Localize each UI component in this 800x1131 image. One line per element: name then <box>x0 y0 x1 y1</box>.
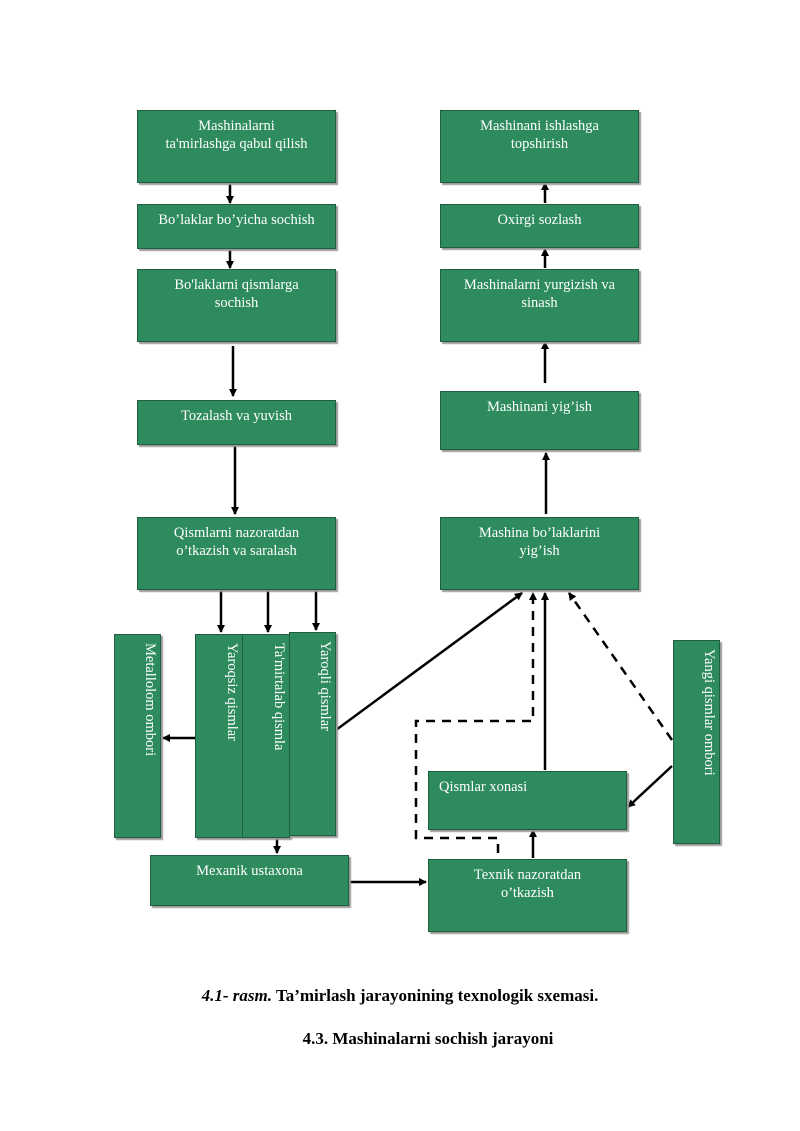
figure-caption-text: Ta’mirlash jarayonining texnologik sxema… <box>272 986 599 1005</box>
units-disassembly-label: Bo’laklar bo’yicha sochish <box>158 212 315 228</box>
final-adjust-box: Oxirgi sozlash <box>440 204 639 248</box>
units-disassembly-box: Bo’laklar bo’yicha sochish <box>137 204 336 249</box>
unit-assembly-line2: yig’ish <box>519 543 560 559</box>
tech-inspection-box: Texnik nazoratdan o’tkazish <box>428 859 627 932</box>
parts-disassembly-line1: Bo'laklarni qismlarga <box>174 277 299 293</box>
receive-box: Mashinalarni ta'mirlashga qabul qilish <box>137 110 336 183</box>
scrap-box: Metallolom ombori <box>114 634 161 838</box>
workshop-label: Mexanik ustaxona <box>196 863 303 879</box>
machine-assembly-label: Mashinani yig’ish <box>486 399 593 415</box>
dashed-tech-to-assembly <box>414 592 537 853</box>
tech-inspection-line2: o’tkazish <box>501 885 554 901</box>
figure-caption: 4.1- rasm. Ta’mirlash jarayonining texno… <box>0 986 800 1006</box>
usable-box: Yaroqli qismlar <box>289 632 336 836</box>
new-parts-box: Yangi qismlar ombori <box>673 640 720 844</box>
inspection-box: Qismlarni nazoratdan o’tkazish va sarala… <box>137 517 336 590</box>
deliver-line1: Mashinani ishlashga <box>480 118 599 134</box>
parts-room-box: Qismlar xonasi <box>428 771 627 830</box>
inspection-line1: Qismlarni nazoratdan <box>173 525 300 541</box>
machine-assembly-box: Mashinani yig’ish <box>440 391 639 450</box>
deliver-box: Mashinani ishlashga topshirish <box>440 110 639 183</box>
parts-disassembly-line2: sochish <box>214 295 259 311</box>
arrow-usable-to-assembly <box>335 591 523 732</box>
parts-room-label: Qismlar xonasi <box>439 779 528 795</box>
dashed-newparts-to-assembly <box>567 592 674 741</box>
new-parts-label: Yangi qismlar ombori <box>701 649 717 776</box>
unit-assembly-line1: Mashina bo’laklarini <box>478 525 601 541</box>
unusable-box: Yaroqsiz qismlar <box>195 634 243 838</box>
unusable-label: Yaroqsiz qismlar <box>224 643 240 742</box>
repair-needed-label: Ta'mirtalab qismla <box>271 643 287 751</box>
receive-line1: Mashinalarni <box>198 118 275 134</box>
scrap-label: Metallolom ombori <box>142 643 158 757</box>
arrow-newparts-to-partsroom <box>627 765 673 808</box>
section-heading: 4.3. Mashinalarni sochish jarayoni <box>302 1029 554 1048</box>
run-test-line2: sinash <box>521 295 558 311</box>
repair-needed-box: Ta'mirtalab qismla <box>242 634 290 838</box>
unit-assembly-box: Mashina bo’laklarini yig’ish <box>440 517 639 590</box>
tech-inspection-line1: Texnik nazoratdan <box>473 867 582 883</box>
cleaning-box: Tozalash va yuvish <box>137 400 336 445</box>
deliver-line2: topshirish <box>510 136 569 152</box>
workshop-box: Mexanik ustaxona <box>150 855 349 906</box>
cleaning-label: Tozalash va yuvish <box>181 408 292 424</box>
run-test-box: Mashinalarni yurgizish va sinash <box>440 269 639 342</box>
final-adjust-label: Oxirgi sozlash <box>497 212 582 228</box>
run-test-line1: Mashinalarni yurgizish va <box>463 277 616 293</box>
receive-line2: ta'mirlashga qabul qilish <box>165 136 308 152</box>
parts-disassembly-box: Bo'laklarni qismlarga sochish <box>137 269 336 342</box>
usable-label: Yaroqli qismlar <box>317 641 333 731</box>
figure-number: 4.1- rasm. <box>201 986 272 1005</box>
inspection-line2: o’tkazish va saralash <box>176 543 297 559</box>
